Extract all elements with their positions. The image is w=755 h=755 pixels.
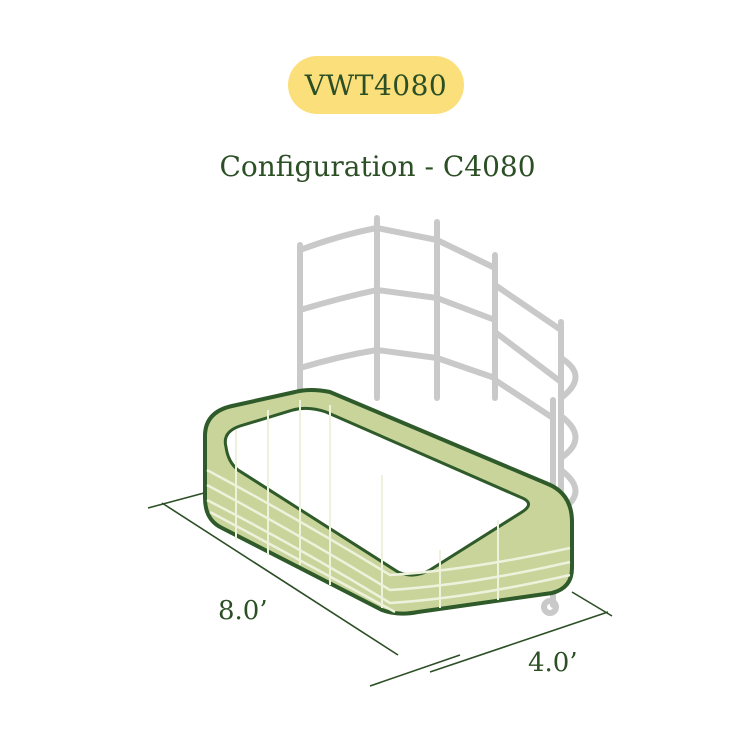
length-dimension-line [147, 492, 461, 687]
configuration-title: Configuration - C4080 [219, 150, 536, 183]
width-dimension-line [429, 591, 613, 673]
model-code: VWT4080 [304, 68, 448, 102]
width-label: 4.0’ [528, 648, 578, 678]
garden-bed-icon [203, 388, 574, 616]
model-badge: VWT4080 [288, 56, 464, 114]
length-label: 8.0’ [218, 596, 268, 626]
trellis-icon [297, 215, 579, 616]
